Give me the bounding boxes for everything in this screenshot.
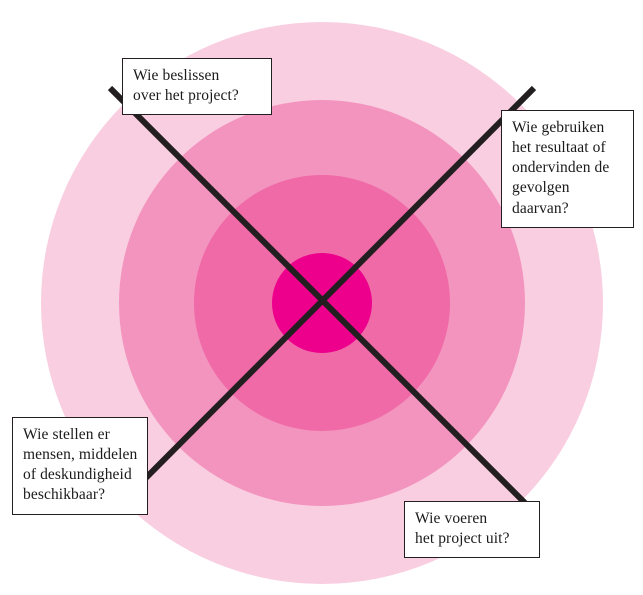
callout-deciders: Wie beslissen over het project? [122, 58, 272, 116]
callout-executors: Wie voeren het project uit? [404, 501, 540, 559]
callout-resources: Wie stellen er mensen, middelen of desku… [12, 417, 148, 515]
callout-users: Wie gebruiken het resultaat of ondervind… [501, 110, 634, 228]
